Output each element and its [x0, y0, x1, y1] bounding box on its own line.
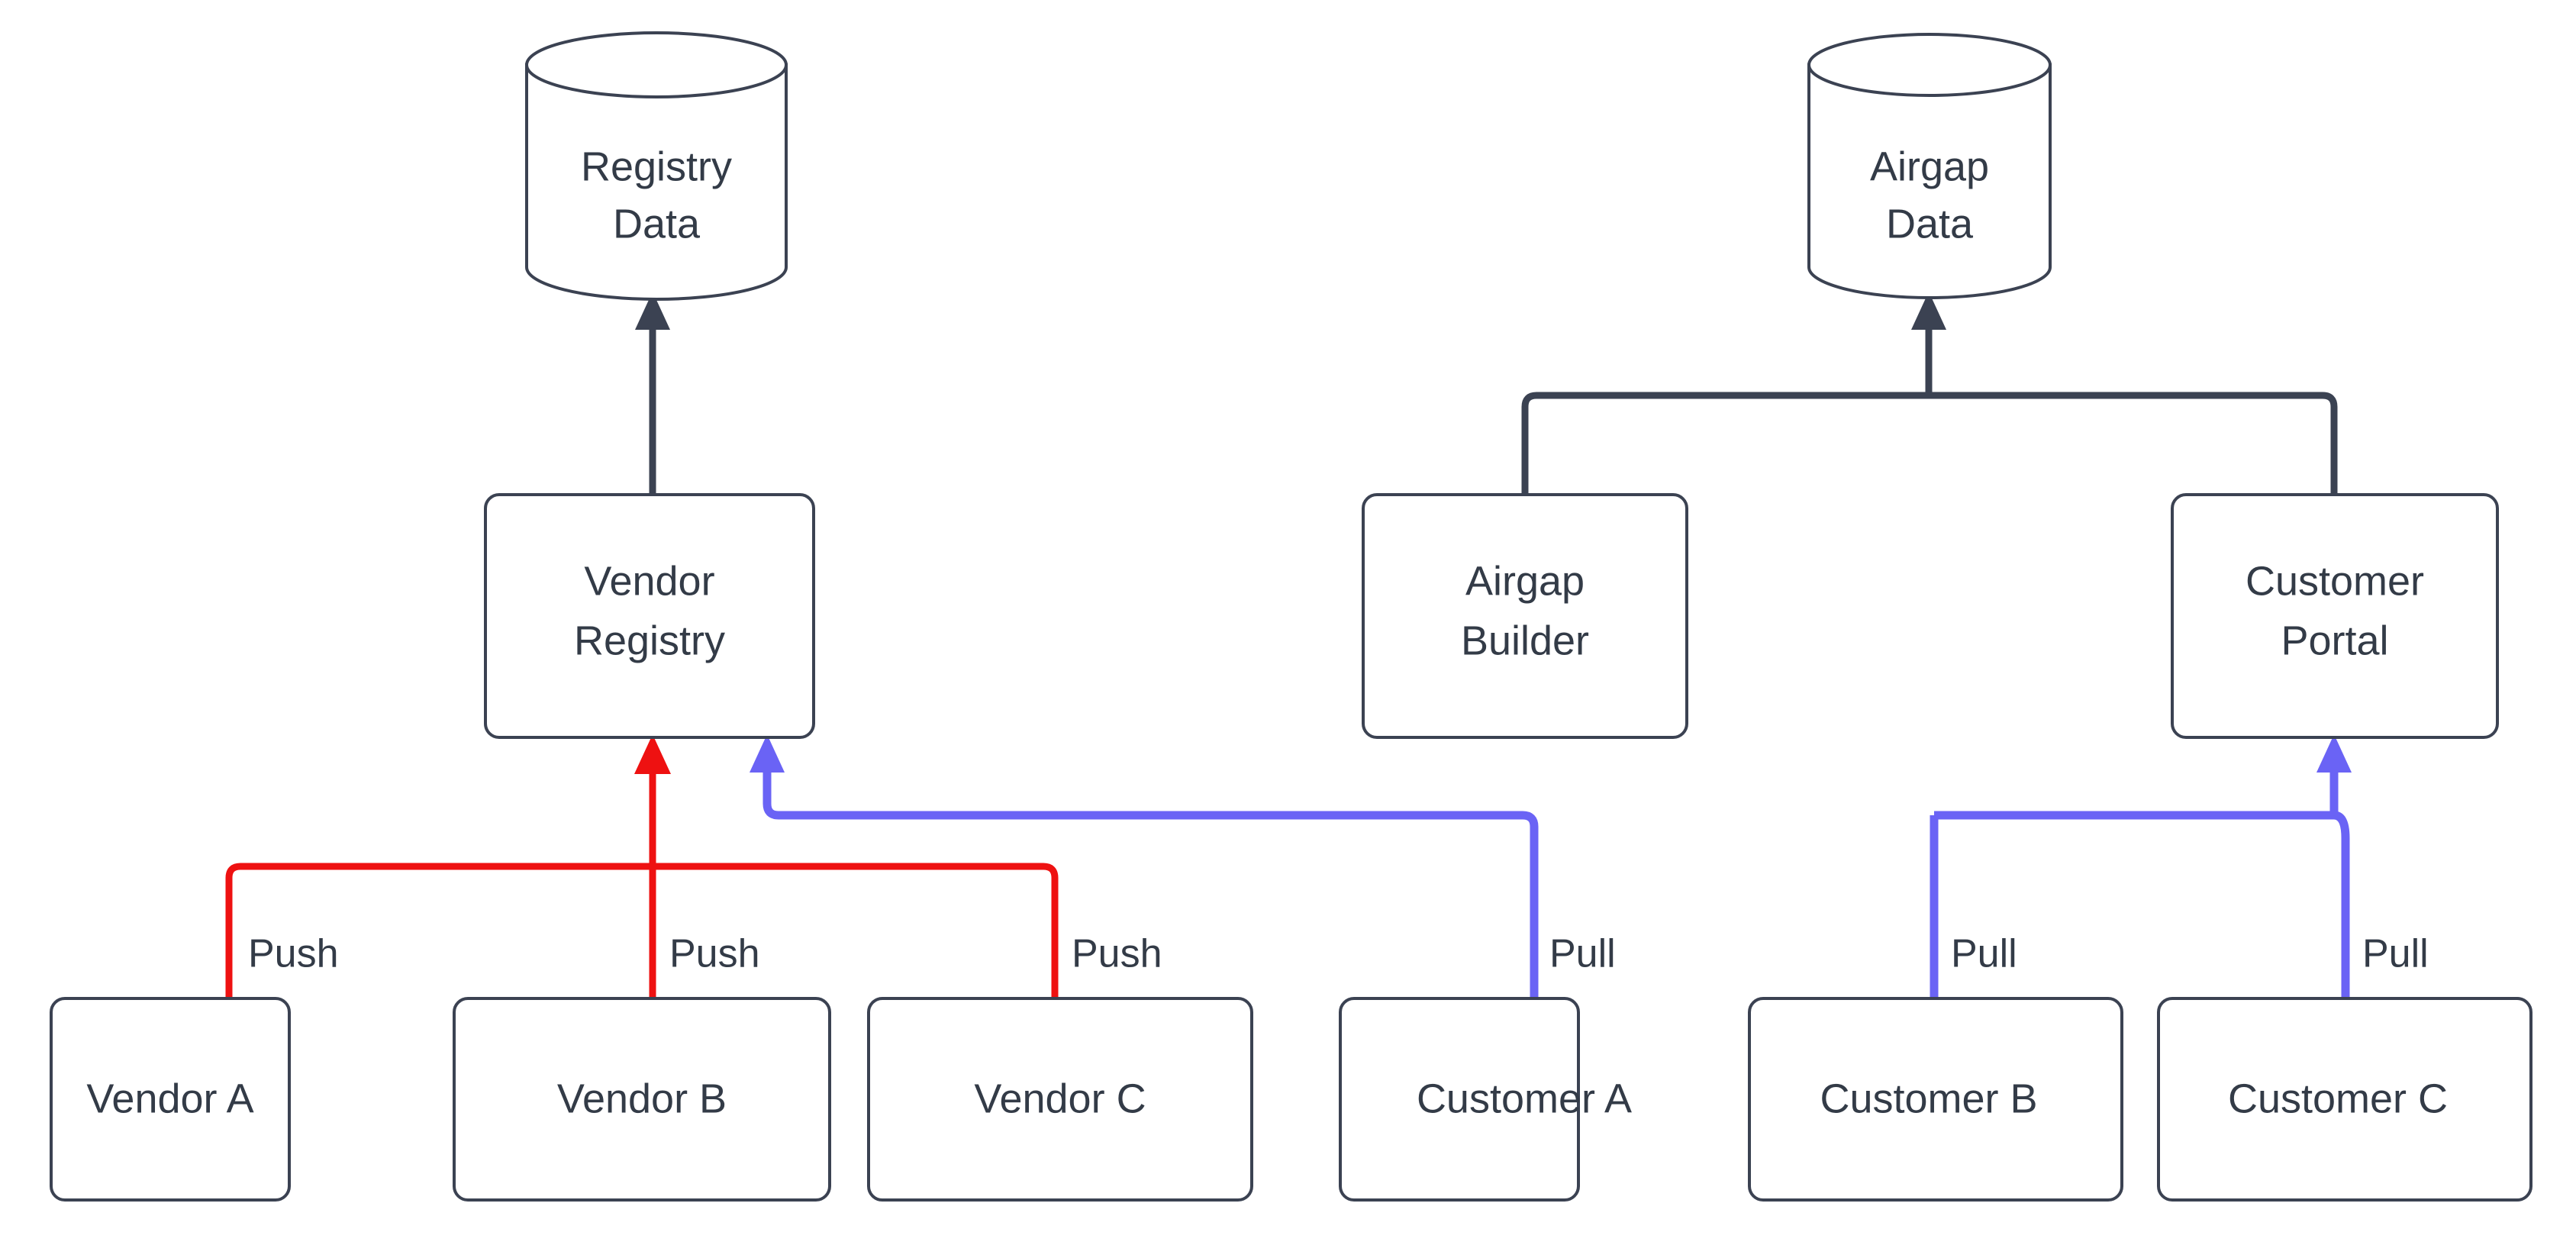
actor-customer-a[interactable]: Customer A: [1339, 997, 1632, 1202]
edge-label-pull-customer-b: Pull: [1951, 932, 2017, 976]
cylinder-top: [525, 31, 788, 98]
node-box: [2171, 493, 2499, 739]
edge-airgap-builder-to-airgap-data: [1521, 392, 1929, 495]
edge-label-push-vendor-a: Push: [248, 932, 339, 976]
node-box: [1339, 997, 1580, 1202]
edge-label-pull-customer-a: Pull: [1549, 932, 1616, 976]
edge-line-vendor-a: [225, 863, 653, 998]
arrowhead-up-icon: [634, 734, 671, 774]
cylinder-top: [1807, 33, 2052, 97]
actor-vendor-c[interactable]: Vendor C: [867, 997, 1253, 1202]
datastore-registry-data[interactable]: Registry Data: [525, 31, 788, 301]
edge-line: [1929, 392, 2338, 495]
edge-line-customer-c: [2329, 760, 2350, 998]
edge-line-customer-a: [762, 760, 1539, 998]
edge-line: [1521, 392, 1929, 495]
actor-vendor-a[interactable]: Vendor A: [50, 997, 291, 1202]
service-vendor-registry[interactable]: Vendor Registry: [484, 493, 815, 739]
node-box: [453, 997, 831, 1202]
arrowhead-up-icon: [635, 292, 670, 330]
node-box: [867, 997, 1253, 1202]
service-airgap-builder[interactable]: Airgap Builder: [1362, 493, 1688, 739]
edge-vendor-registry-to-registry-data: [635, 292, 670, 495]
service-customer-portal[interactable]: Customer Portal: [2171, 493, 2499, 739]
edge-pull-bus: [750, 734, 2352, 998]
edge-push-bus: [225, 734, 1059, 998]
arrowhead-up-icon: [750, 734, 785, 773]
arrowhead-up-icon: [2316, 734, 2352, 773]
actor-vendor-b[interactable]: Vendor B: [453, 997, 831, 1202]
arrowhead-up-icon: [1911, 292, 1946, 330]
edge-label-push-vendor-c: Push: [1072, 932, 1162, 976]
node-box: [484, 493, 815, 739]
cylinder-body: [1807, 63, 2052, 299]
node-box: [1362, 493, 1688, 739]
actor-customer-b[interactable]: Customer B: [1748, 997, 2123, 1202]
datastore-airgap-data[interactable]: Airgap Data: [1807, 33, 2052, 299]
node-box: [1748, 997, 2123, 1202]
node-box: [2157, 997, 2532, 1202]
edge-airgap-riser-to-airgap-data: [1911, 292, 1946, 395]
cylinder-body: [525, 63, 788, 301]
actor-customer-c[interactable]: Customer C: [2157, 997, 2532, 1202]
edge-label-pull-customer-c: Pull: [2362, 932, 2429, 976]
edge-line-vendor-c: [653, 863, 1059, 998]
node-box: [50, 997, 291, 1202]
edge-customer-portal-to-airgap-data: [1929, 392, 2338, 495]
edge-label-push-vendor-b: Push: [669, 932, 760, 976]
